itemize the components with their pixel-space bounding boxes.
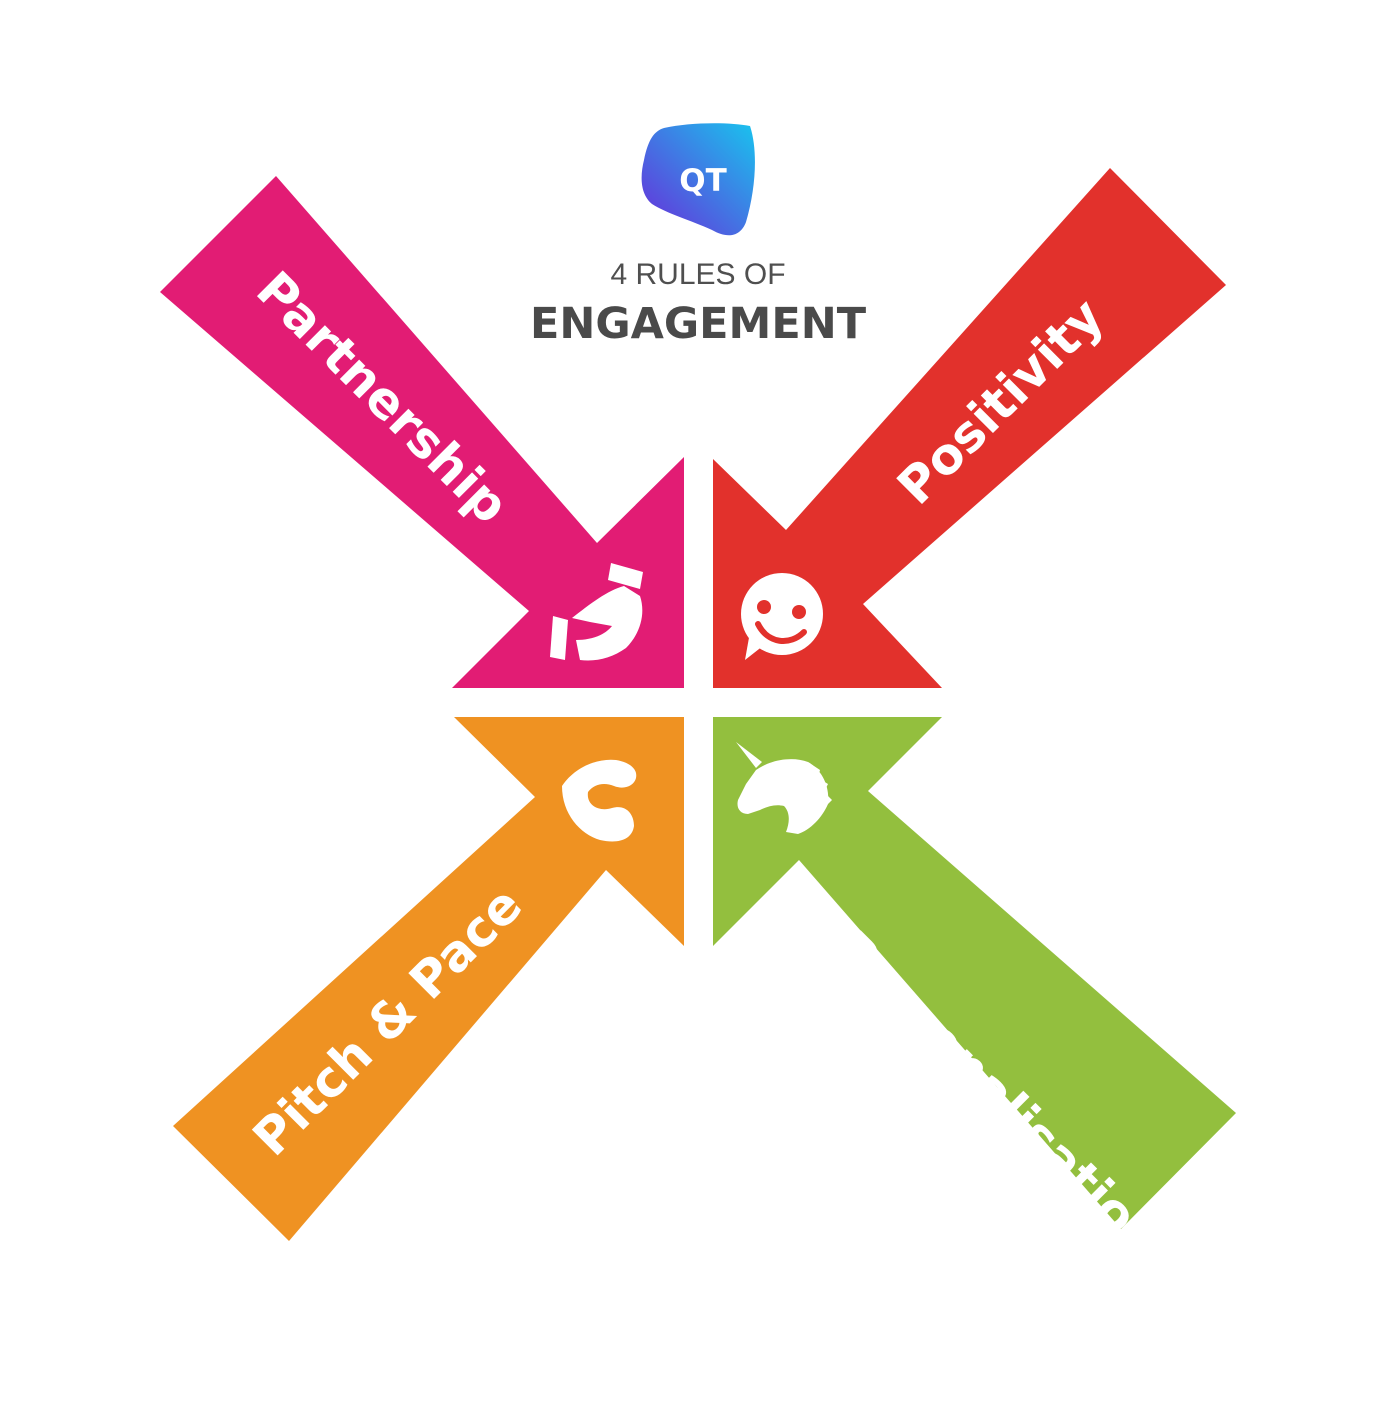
qt-logo-badge — [641, 123, 755, 236]
partnership-arrow-shape — [160, 176, 684, 688]
handshake-icon — [550, 563, 643, 661]
unicorn-icon — [736, 742, 832, 834]
rule-arrow-personalisation: Personalisation — [713, 717, 1236, 1271]
qt-logo-text: QT — [679, 163, 727, 199]
rule-arrow-partnership: Partnership — [160, 176, 684, 688]
rule-arrow-pitch-and-pace: Pitch & Pace — [173, 717, 684, 1241]
personalisation-arrow-shape — [713, 717, 1236, 1229]
qt-logo: QT — [641, 123, 755, 236]
smiley-speech-bubble-icon — [741, 573, 823, 660]
flexed-bicep-icon — [562, 759, 637, 842]
positivity-arrow-shape — [713, 168, 1226, 688]
rule-arrow-positivity: Positivity — [713, 168, 1226, 688]
pitch-and-pace-arrow-shape — [173, 717, 684, 1241]
title-line-1: 4 RULES OF — [610, 258, 785, 291]
title-line-2: ENGAGEMENT — [530, 299, 867, 349]
